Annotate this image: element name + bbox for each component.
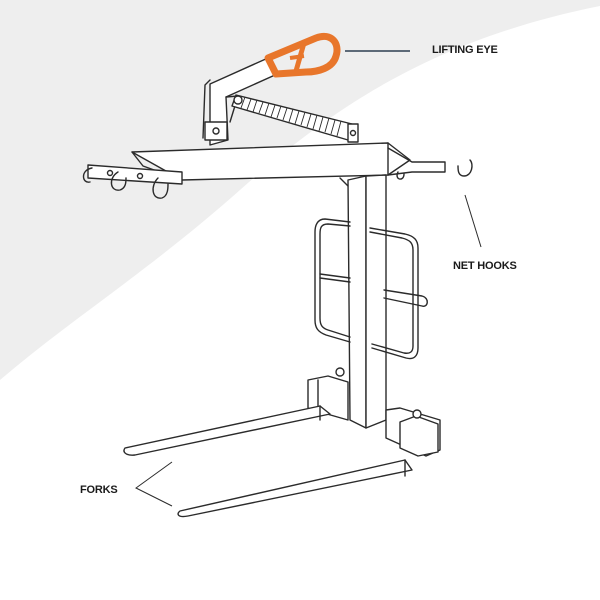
net-hooks [82,159,473,199]
spring [231,94,359,143]
vertical-column [339,174,387,429]
label-net-hooks: NET HOOKS [453,260,517,272]
forks-leader-line [135,461,173,507]
base-frame [307,367,441,457]
forks [123,405,413,518]
background-swoosh [0,0,600,380]
label-forks: FORKS [80,484,118,496]
guard-rail [314,218,428,360]
net-hooks-leader-line [464,194,482,248]
top-beam [87,142,446,185]
lifting-eye [264,33,341,78]
label-lifting-eye: LIFTING EYE [432,44,498,56]
